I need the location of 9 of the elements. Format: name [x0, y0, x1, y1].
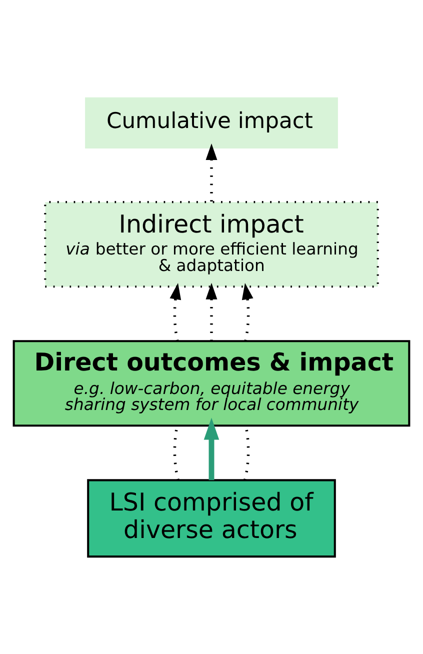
arrow — [206, 282, 218, 341]
node-box: Direct outcomes & impact e.g. low-carbon, equitable energy sharing system for local community — [12, 340, 410, 426]
node-box: LSI comprised of diverse actors — [87, 478, 336, 558]
node-box: Indirect impact via better or more efficient learning & adaptation — [44, 200, 379, 288]
arrow — [242, 282, 254, 341]
arrow — [170, 282, 182, 341]
arrow — [204, 417, 220, 480]
arrow — [206, 143, 218, 201]
node-box: Cumulative impact — [85, 96, 338, 148]
